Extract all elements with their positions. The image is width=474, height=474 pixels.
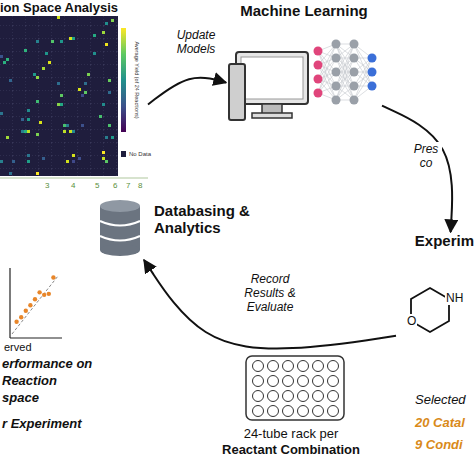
axis-tick: 4	[71, 181, 75, 190]
process-stage: Machine Learning	[226, 2, 382, 124]
cycle-arrow	[144, 260, 396, 349]
count-label: 9 Condi	[415, 437, 463, 452]
atom-label: O	[406, 314, 417, 328]
node-text: Experim	[396, 232, 474, 250]
colorbar	[121, 28, 126, 132]
node-text: Machine Learning	[226, 2, 382, 19]
node-text: Databasing & Analytics	[154, 202, 256, 236]
note-block: erformance on Reaction space r Experiment	[2, 355, 94, 432]
heatmap	[0, 16, 118, 176]
heatmap-grid	[0, 16, 118, 176]
node-text: r Experiment	[2, 416, 94, 432]
cycle-arrow	[382, 106, 452, 232]
axis-title: erved	[4, 341, 32, 353]
rack-caption: 24-tube rack perReactant Combination	[218, 426, 364, 458]
axis-tick: 6	[113, 181, 117, 190]
axis-tick: 7	[126, 181, 130, 190]
monitor-base	[252, 113, 292, 118]
analysis-panel: ion Space Analysis	[0, 0, 148, 190]
cycle-arrow	[148, 78, 226, 105]
note-text: Selected	[415, 392, 466, 407]
edge-label: Pres co	[410, 142, 442, 170]
node-text: 24-tube rack per	[218, 426, 364, 442]
rack-wells	[253, 361, 339, 417]
node-text: erformance on Reaction space	[2, 355, 94, 406]
atom-label: NH	[445, 291, 464, 305]
axis-tick: 3	[45, 181, 49, 190]
computer-tower	[229, 64, 245, 120]
database-icon	[100, 200, 140, 256]
edge-label: Update Models	[170, 28, 222, 56]
axis-tick: 8	[138, 181, 142, 190]
node-text: ion Space Analysis	[0, 0, 148, 16]
count-label: 20 Catal	[415, 415, 465, 430]
edge-label: Record Results & Evaluate	[234, 272, 306, 314]
legend-text: No Data	[129, 151, 151, 157]
tube-rack	[246, 356, 344, 420]
axis-line	[0, 178, 148, 179]
parity-plot	[10, 268, 62, 338]
heatmap-cells	[0, 16, 114, 175]
neural-network	[314, 40, 377, 105]
screen	[241, 57, 303, 99]
monitor	[236, 52, 308, 104]
axis-title: Average Yield (of 24 Reactions)	[133, 41, 139, 118]
node-text: Reactant Combination	[218, 442, 364, 458]
axis-tick: 5	[95, 181, 99, 190]
no-data-swatch	[121, 151, 126, 157]
process-stage: Databasing & Analytics	[96, 192, 256, 260]
